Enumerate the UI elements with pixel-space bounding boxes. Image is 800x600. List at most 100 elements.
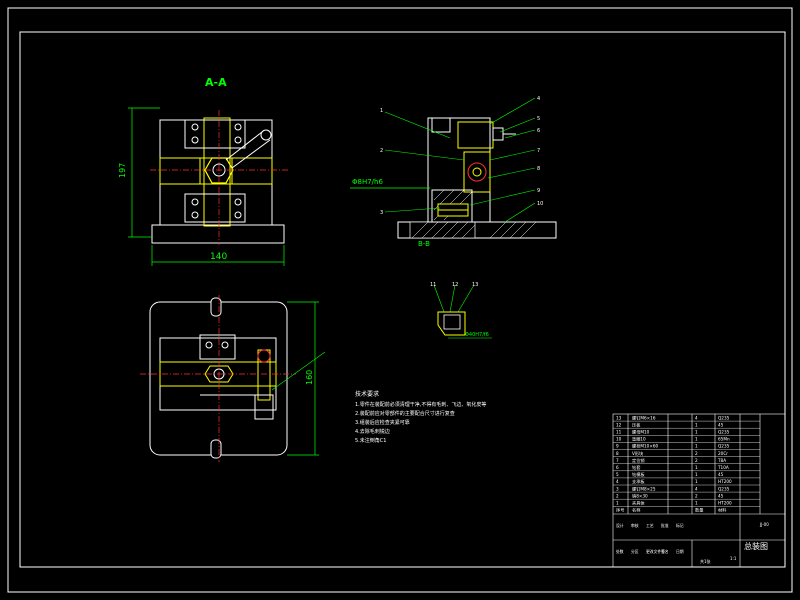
title-block-label: 标记 (676, 523, 684, 528)
sheet-frame (19, 31, 786, 568)
parts-cell-no: 2 (616, 493, 619, 498)
parts-cell-name: V形块 (632, 450, 644, 457)
parts-cell-no: 7 (616, 458, 619, 463)
title-block-label: 设计 (616, 523, 624, 528)
parts-cell-qty: 2 (695, 493, 698, 498)
parts-cell-material: T10A (717, 465, 729, 470)
parts-cell-name: 定位销 (632, 457, 645, 464)
balloon-1: 1 (380, 108, 383, 114)
balloon-group-side: 1 2 3 4 5 6 7 8 9 10 (380, 96, 543, 216)
parts-cell-material: 45 (718, 493, 724, 498)
title-block-label: 审核 (631, 523, 639, 528)
parts-cell-material: 45 (718, 422, 724, 427)
drawing-scale: 1:1 (730, 556, 737, 561)
balloon-5: 5 (537, 116, 540, 122)
parts-cell-qty: 4 (695, 486, 698, 491)
dimension-right: 160 (305, 370, 314, 385)
parts-header-qty: 数量 (695, 506, 703, 513)
parts-cell-material: T8A (717, 458, 726, 463)
balloon-2: 2 (380, 148, 383, 154)
balloon-11: 11 (430, 282, 436, 288)
balloon-13: 13 (472, 282, 478, 288)
parts-cell-no: 5 (616, 472, 619, 477)
parts-cell-material: Q235 (718, 444, 730, 449)
note-5: 5.未注倒角C1 (355, 437, 386, 444)
drawing-name: 总装图 (744, 541, 768, 551)
title-block-label: 处数 (616, 549, 624, 554)
dimension-height: 197 (118, 163, 127, 178)
parts-cell-no: 12 (616, 422, 622, 427)
view-side: Φ8H7/h6 B-B 1 2 3 4 5 6 7 8 9 10 (350, 96, 557, 248)
parts-cell-material: Q235 (718, 415, 730, 420)
parts-cell-qty: 1 (695, 479, 698, 484)
parts-cell-qty: 1 (695, 437, 698, 442)
parts-cell-no: 10 (616, 437, 622, 442)
view-detail: 11 12 13 Φ40H7/f6 (430, 282, 492, 339)
parts-cell-no: 11 (616, 430, 622, 435)
drawing-code: JJ-00 (759, 522, 769, 527)
section-label-a-a: A-A (205, 76, 227, 89)
balloon-6: 6 (537, 128, 540, 134)
notes-title: 技术要求 (355, 390, 379, 398)
parts-cell-qty: 1 (695, 501, 698, 506)
parts-cell-name: 螺钉M6×16 (632, 414, 656, 421)
parts-cell-material: 20Cr (718, 451, 728, 456)
parts-cell-material: HT200 (718, 479, 732, 484)
balloon-12: 12 (452, 282, 458, 288)
parts-cell-material: 45 (718, 472, 724, 477)
title-block-label: 批准 (661, 523, 669, 528)
parts-cell-name: 螺母M10 (632, 429, 650, 436)
parts-cell-no: 13 (616, 415, 622, 420)
parts-cell-qty: 1 (695, 444, 698, 449)
title-block-label: 工艺 (646, 523, 654, 528)
parts-cell-name: 支承板 (632, 478, 645, 485)
title-block-label: 签名 (661, 549, 669, 554)
title-block-label: 分区 (631, 549, 639, 554)
parts-cell-qty: 1 (695, 430, 698, 435)
parts-cell-no: 9 (616, 444, 619, 449)
parts-cell-material: Q235 (718, 486, 730, 491)
note-4: 4.去除毛刺锐边 (355, 428, 390, 435)
balloon-8: 8 (537, 166, 540, 172)
balloon-9: 9 (537, 188, 540, 194)
section-label-b-b: B-B (418, 240, 430, 248)
balloon-3: 3 (380, 210, 383, 216)
balloon-10: 10 (537, 201, 543, 207)
parts-cell-name: 螺栓M10×60 (632, 443, 658, 450)
parts-cell-name: 销8×30 (632, 492, 648, 499)
balloon-7: 7 (537, 148, 540, 154)
balloon-4: 4 (537, 96, 540, 102)
parts-cell-material: HT200 (718, 501, 732, 506)
parts-cell-qty: 1 (695, 465, 698, 470)
parts-cell-material: Q235 (718, 430, 730, 435)
parts-cell-qty: 4 (695, 415, 698, 420)
dimension-width: 140 (210, 252, 227, 262)
title-block-label: 更改文件号 (646, 549, 665, 554)
fit-tolerance-label: Φ8H7/h6 (352, 178, 383, 186)
view-top: 160 (140, 295, 326, 462)
note-1: 1.零件在装配前必须清理干净,不得有毛刺、飞边、氧化皮等 (355, 401, 486, 408)
parts-cell-name: 夹具体 (632, 500, 645, 507)
parts-cell-name: 钻模板 (632, 471, 645, 478)
parts-cell-no: 6 (616, 465, 619, 470)
parts-cell-name: 垫圈10 (632, 436, 646, 443)
parts-header-material: 材料 (718, 506, 727, 513)
view-a-a: A-A 140 (118, 76, 290, 266)
title-block-label: 日期 (676, 549, 684, 554)
parts-cell-qty: 1 (695, 472, 698, 477)
parts-cell-qty: 2 (695, 451, 698, 456)
parts-cell-name: 钻套 (632, 464, 641, 471)
parts-header-no: 序号 (616, 506, 624, 513)
parts-cell-no: 8 (616, 451, 619, 456)
note-2: 2.装配前应对零部件的主要配合尺寸进行复查 (355, 410, 455, 417)
drawing-sheet: 共1张 (700, 558, 711, 564)
detail-fit-label: Φ40H7/f6 (465, 332, 489, 338)
parts-cell-qty: 2 (695, 458, 698, 463)
parts-cell-no: 3 (616, 486, 619, 491)
parts-header-name: 名称 (632, 506, 640, 513)
title-block (612, 413, 786, 568)
